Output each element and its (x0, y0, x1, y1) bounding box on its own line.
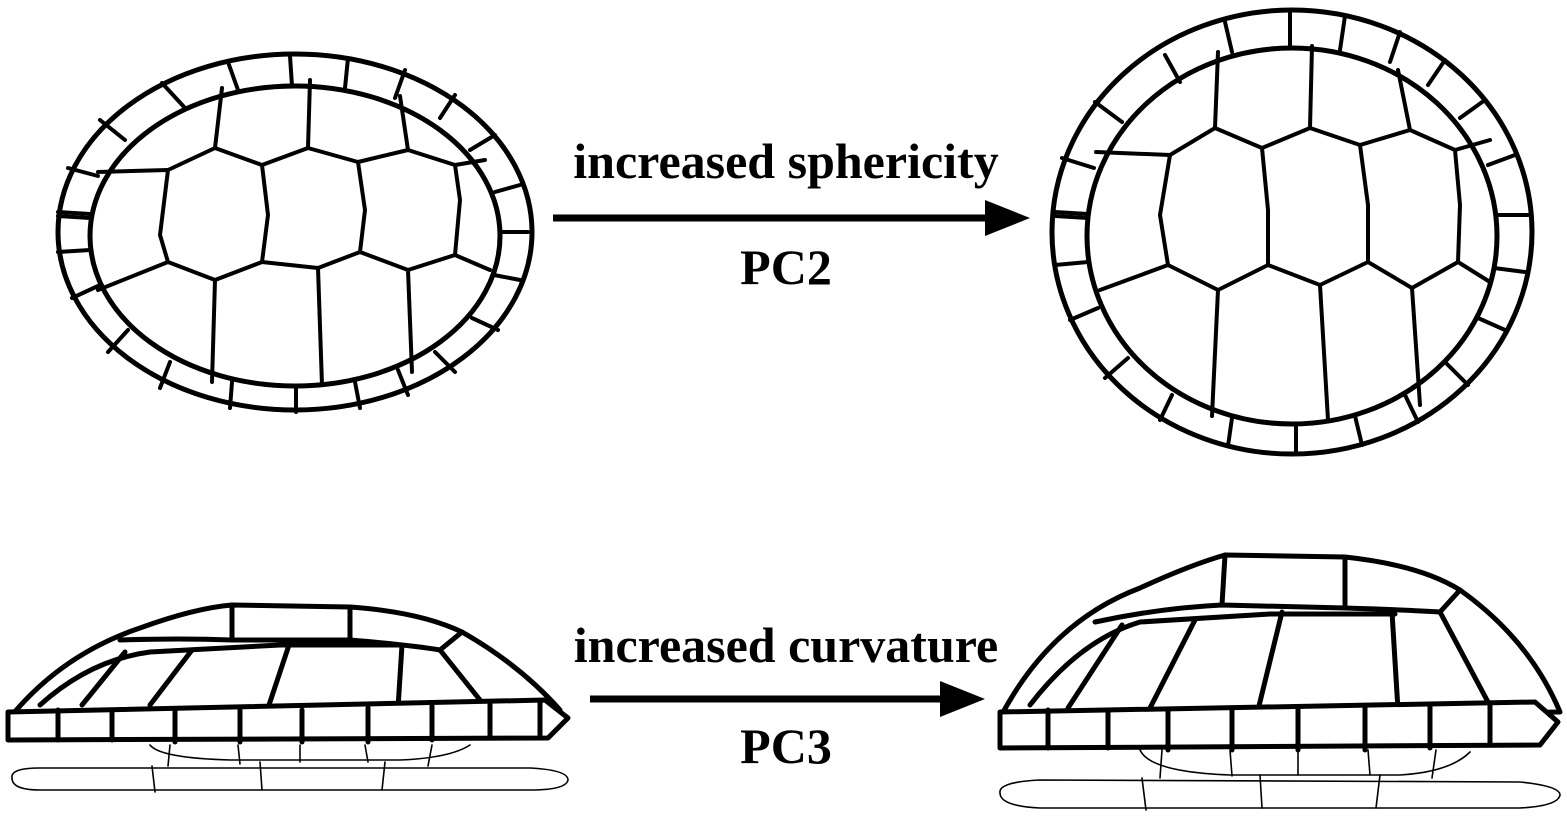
caption-curvature: increased curvature (574, 617, 998, 673)
carapace-spherical-dorsal (1049, 7, 1535, 457)
carapace-elongated-dorsal (55, 51, 535, 414)
arrow-sphericity (553, 200, 1030, 236)
arrow-curvature (590, 681, 985, 717)
caption-sphericity: increased sphericity (573, 133, 998, 189)
carapace-domed-lateral (997, 552, 1563, 811)
pc2-label: PC2 (740, 239, 832, 295)
pc3-label: PC3 (740, 718, 832, 774)
carapace-flat-lateral (5, 602, 571, 793)
